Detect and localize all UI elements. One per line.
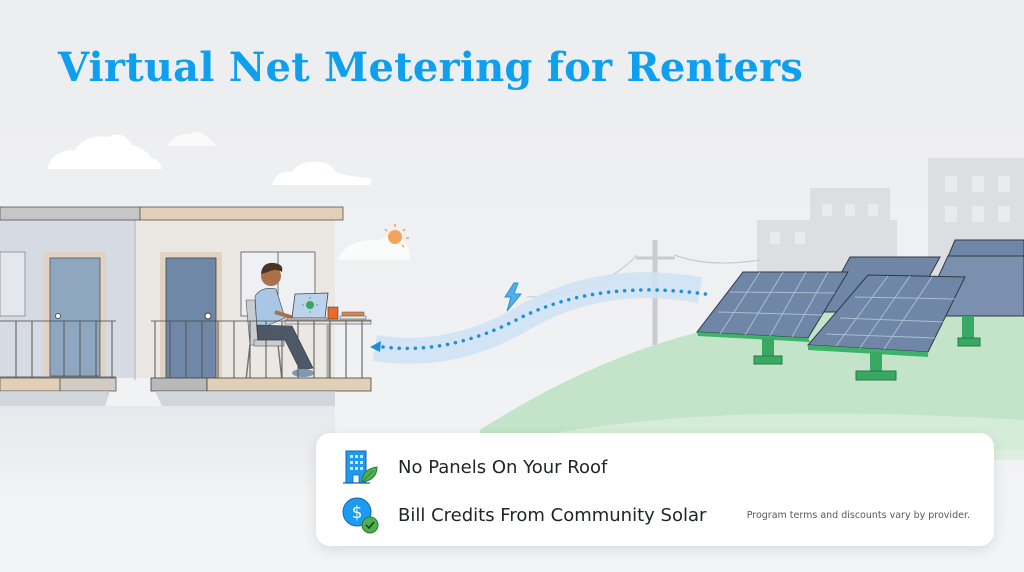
solar-panel-icon — [696, 239, 1024, 381]
dollar-check-icon: $ — [342, 497, 379, 534]
energy-flow-dots — [381, 288, 714, 351]
sun-icon — [384, 224, 409, 248]
page-title: Virtual Net Metering for Renters — [58, 44, 804, 91]
arrow-left-icon — [370, 341, 381, 352]
lightning-bolt-icon — [504, 282, 523, 312]
benefit-item-bill-credits: $ Bill Credits From Community Solar — [340, 495, 706, 535]
energy-flow-band — [372, 272, 703, 364]
benefit-item-no-panels: No Panels On Your Roof — [340, 447, 607, 487]
building-leaf-icon — [343, 450, 378, 484]
mug-icon — [327, 306, 339, 320]
benefit-label: No Panels On Your Roof — [398, 456, 608, 478]
apartment-building — [0, 206, 372, 496]
laptop-icon — [286, 292, 329, 322]
svg-text:$: $ — [352, 503, 363, 523]
disclaimer-text: Program terms and discounts vary by prov… — [746, 510, 970, 521]
benefit-label: Bill Credits From Community Solar — [398, 504, 707, 526]
benefits-card: No Panels On Your Roof $ Bill Credits Fr… — [316, 433, 994, 546]
